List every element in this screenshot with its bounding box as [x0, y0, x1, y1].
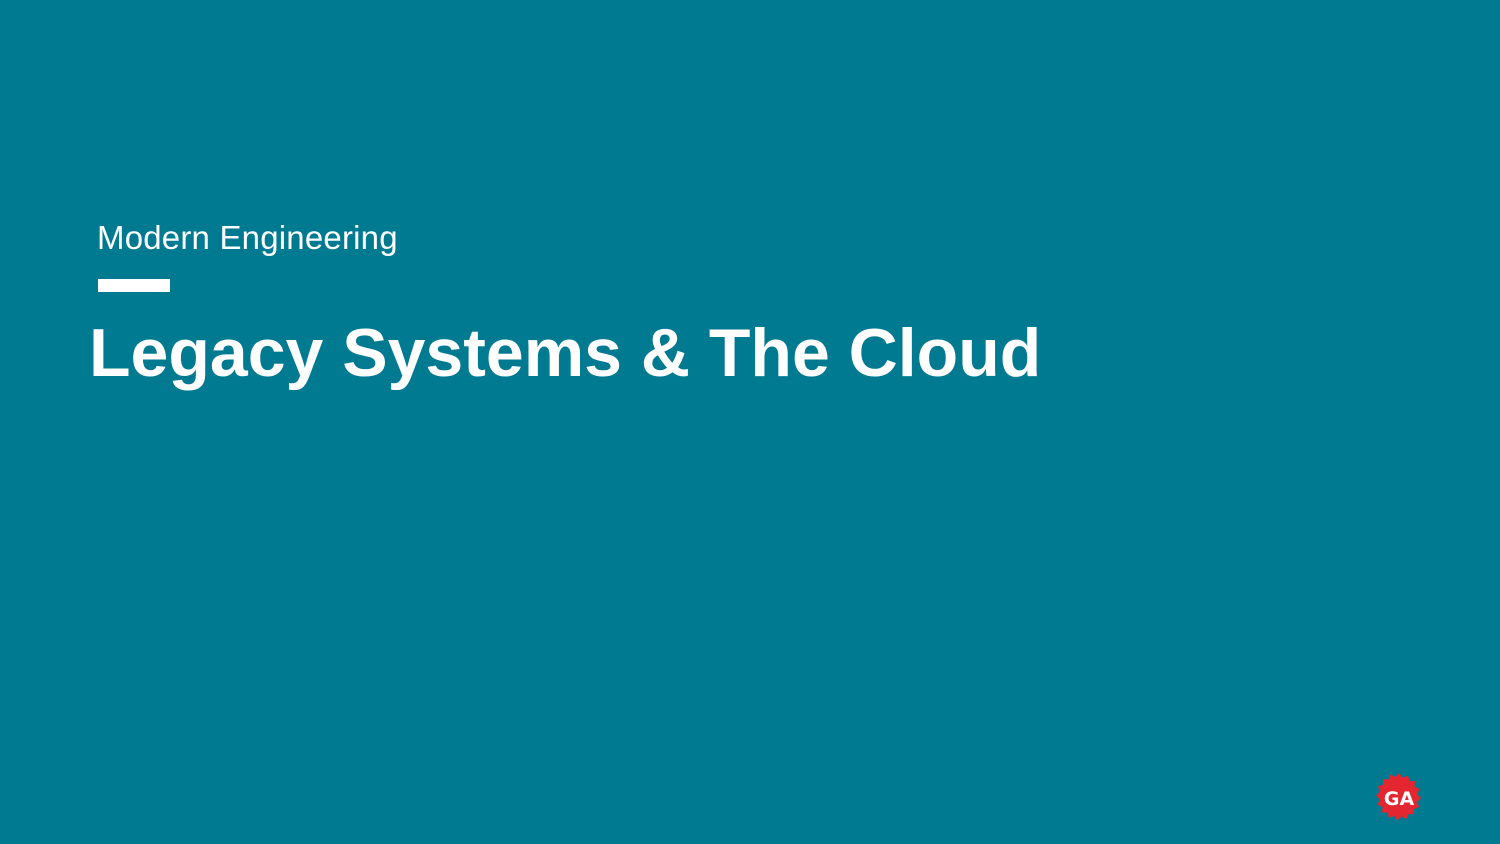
logo-seal-shape — [1376, 773, 1421, 821]
title-divider — [98, 279, 170, 292]
ga-logo-icon: GA — [1374, 772, 1424, 822]
slide-title: Legacy Systems & The Cloud — [89, 315, 1042, 391]
logo-text: GA — [1384, 788, 1415, 810]
slide-subtitle: Modern Engineering — [97, 219, 398, 256]
